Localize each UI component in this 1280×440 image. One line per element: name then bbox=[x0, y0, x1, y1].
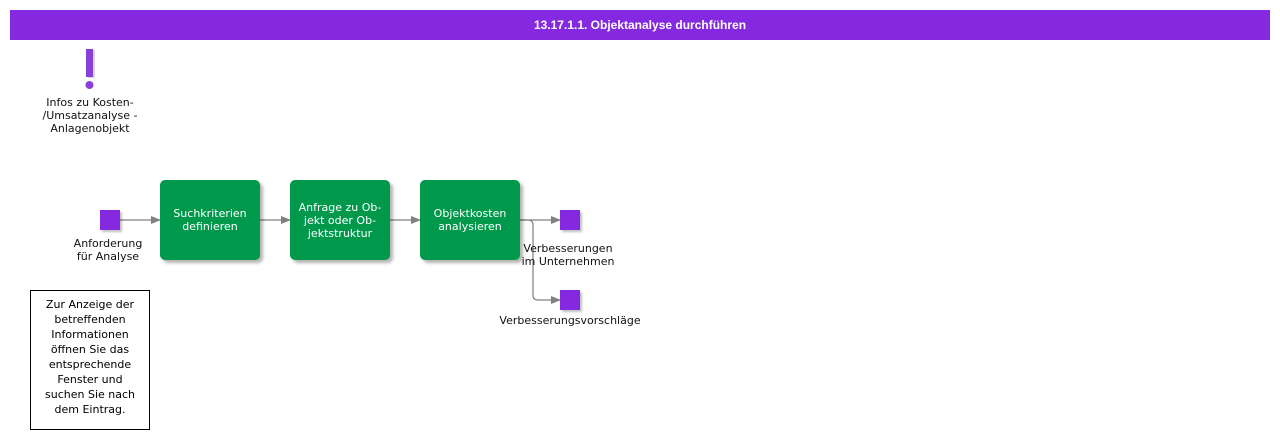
info-note: Zur Anzeige der betreffenden Information… bbox=[30, 290, 150, 430]
function-anfrage[interactable]: Anfrage zu Ob- jekt oder Ob- jektstruktu… bbox=[290, 180, 390, 260]
event-end-vorschlaege[interactable] bbox=[560, 290, 580, 310]
diagram-title-bar: 13.17.1.1. Objektanalyse durchführen bbox=[10, 10, 1270, 40]
function-label: Suchkriterien definieren bbox=[173, 207, 247, 233]
function-suchkriterien[interactable]: Suchkriterien definieren bbox=[160, 180, 260, 260]
exclamation-icon bbox=[85, 49, 95, 89]
function-objektkosten[interactable]: Objektkosten analysieren bbox=[420, 180, 520, 260]
event-start-label: Anforderung für Analyse bbox=[73, 237, 143, 263]
info-label: Infos zu Kosten- /Umsatzanalyse - Anlage… bbox=[42, 96, 138, 135]
event-start[interactable] bbox=[100, 210, 120, 230]
connector-f3-to-end2 bbox=[520, 219, 561, 304]
function-label: Anfrage zu Ob- jekt oder Ob- jektstruktu… bbox=[298, 200, 382, 240]
function-label: Objektkosten analysieren bbox=[433, 207, 507, 233]
event-end-verbesserungen[interactable] bbox=[560, 210, 580, 230]
diagram-title: 13.17.1.1. Objektanalyse durchführen bbox=[533, 18, 747, 32]
event-end-verbesserungen-label: Verbesserungen im Unternehmen bbox=[521, 242, 615, 268]
event-end-vorschlaege-label: Verbesserungsvorschläge bbox=[499, 314, 641, 327]
